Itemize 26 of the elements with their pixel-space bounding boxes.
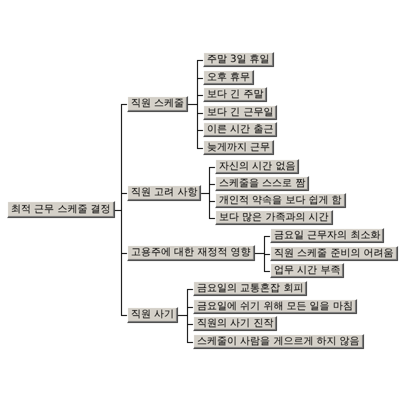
connector-line	[200, 193, 216, 219]
leaf-box: 금요일의 교통혼잡 회피	[193, 281, 308, 296]
leaf-box: 보다 긴 주말	[203, 87, 268, 102]
leaf-box: 이른 시간 출근	[203, 122, 278, 137]
connector-line	[178, 315, 194, 343]
leaf-box: 늦게까지 근무	[203, 140, 274, 155]
leaf-box: 자신의 시간 없음	[215, 159, 300, 174]
branch-box: 직원 사기	[127, 307, 178, 323]
leaf-box: 업무 시간 부족	[270, 263, 344, 278]
leaf-box: 보다 긴 근무일	[203, 105, 278, 120]
root-box: 최적 근무 스케줄 결정	[7, 201, 115, 218]
leaf-box: 직원의 사기 진작	[193, 316, 278, 331]
branch-box: 직원 스케줄	[127, 96, 188, 112]
leaf-box: 스케줄이 사람을 게으르게 하지 않음	[193, 334, 364, 349]
connector-line	[254, 253, 270, 272]
leaf-box: 금요일에 쉬기 위해 모든 일을 마침	[193, 299, 357, 314]
connector-line	[188, 104, 204, 149]
leaf-box: 직원 스케줄 준비의 어려움	[270, 246, 398, 261]
branch-box: 고용주에 대한 재정적 영향	[127, 245, 255, 261]
leaf-box: 스케줄을 스스로 짬	[215, 176, 310, 191]
leaf-box: 주말 3일 휴일	[203, 52, 274, 67]
leaf-box: 보다 많은 가족과의 시간	[215, 210, 333, 225]
leaf-box: 금요일 근무자의 최소화	[270, 228, 384, 243]
leaf-box: 개인적 약속을 보다 쉽게 함	[215, 193, 346, 208]
leaf-box: 오후 휴무	[203, 70, 254, 85]
branch-box: 직원 고려 사항	[127, 185, 202, 201]
